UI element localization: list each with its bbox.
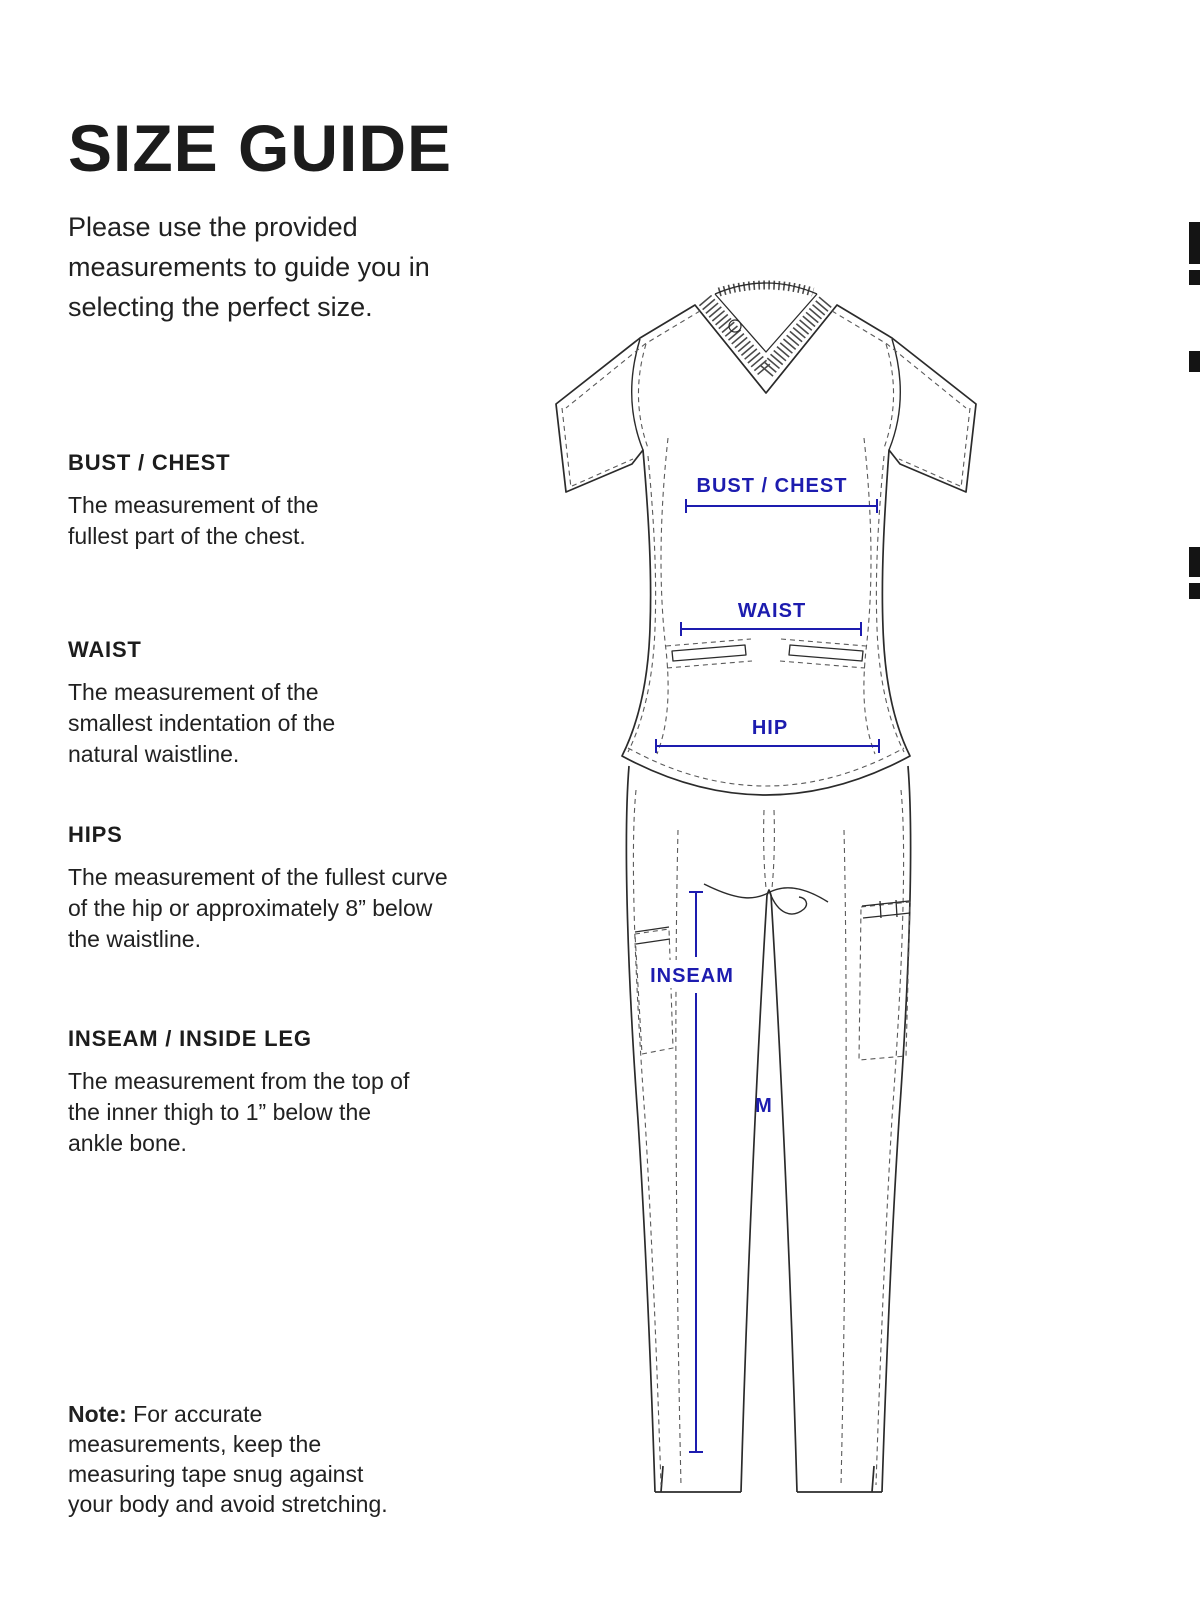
inseam-measure-label: INSEAM: [650, 965, 734, 987]
cargo-pocket-left: [634, 928, 674, 1055]
section-bust-chest: BUST / CHEST The measurement of the full…: [68, 450, 348, 552]
section-heading: INSEAM / INSIDE LEG: [68, 1026, 312, 1051]
page-title: SIZE GUIDE: [68, 111, 453, 186]
pants-left-crease: [675, 829, 682, 1487]
cargo-pocket-right: [858, 901, 911, 1061]
left-princess-seam: [656, 437, 669, 755]
right-side-stitch: [875, 455, 905, 753]
bust-measure-line: [685, 499, 878, 513]
section-body: The measurement of the fullest part of t…: [68, 492, 319, 549]
section-body: The measurement of the smallest indentat…: [68, 679, 336, 767]
page-edge-mark: [1189, 583, 1200, 599]
section-body: The measurement from the top of the inne…: [68, 1068, 410, 1156]
right-sleeve-stitch: [898, 407, 971, 489]
left-sleeve-stitch: [561, 407, 634, 489]
collar-rib-v: [698, 294, 834, 380]
pants-left-outer-seam: [625, 765, 656, 1493]
cargo-pocket-left-band: [634, 926, 671, 945]
inseam-label-backdrop: [646, 960, 738, 988]
hip-measure-label: HIP: [752, 717, 788, 739]
measurement-annotations: BUST / CHEST WAIST HIP INSEAM M: [646, 475, 880, 1453]
collar-loop: [728, 319, 742, 333]
section-waist: WAIST The measurement of the smallest in…: [68, 637, 378, 770]
hip-measure-line: [655, 739, 880, 753]
pants-right-outer-stitch: [875, 789, 905, 1486]
waist-measure-line: [680, 622, 862, 636]
pants-left-outer-stitch: [632, 789, 662, 1486]
scrub-top: [555, 280, 977, 796]
scrub-pants: [625, 760, 912, 1493]
pants-right-outer-seam: [881, 765, 912, 1493]
left-side-stitch: [627, 455, 657, 753]
page-edge-mark: [1189, 547, 1200, 577]
cargo-pocket-right-band: [861, 899, 911, 919]
inseam-measure-line: [689, 891, 703, 1453]
right-princess-seam: [863, 437, 876, 755]
note-label: Note:: [68, 1401, 127, 1427]
pants-left-hem-slit: [660, 1465, 664, 1493]
collar-outer-edge: [694, 304, 838, 394]
section-hips: HIPS The measurement of the fullest curv…: [68, 822, 448, 955]
pants-right-inseam-edge: [770, 894, 798, 1493]
page-edge-mark: [1189, 351, 1200, 372]
top-body-fill: [556, 305, 976, 795]
right-armhole-stitch: [883, 343, 895, 449]
pants-right-hem-slit: [871, 1465, 875, 1493]
collar-fill: [695, 283, 837, 393]
page-edge-mark: [1189, 222, 1200, 264]
size-diagram: BUST / CHEST WAIST HIP INSEAM M: [555, 280, 977, 1493]
section-body: The measurement of the fullest curve of …: [68, 864, 448, 952]
page-edge-mark: [1189, 270, 1200, 285]
left-armhole-stitch: [637, 343, 649, 449]
collar-back-edge: [714, 282, 818, 295]
vneck-collar: [694, 280, 838, 394]
note-body: For accurate measurements, keep the meas…: [68, 1401, 388, 1517]
pants-right-crease: [840, 829, 847, 1487]
section-heading: HIPS: [68, 822, 123, 847]
section-heading: BUST / CHEST: [68, 450, 231, 475]
section-heading: WAIST: [68, 637, 142, 662]
pants-left-leg-fill: [626, 760, 768, 1492]
section-inseam: INSEAM / INSIDE LEG The measurement from…: [68, 1026, 428, 1159]
collar-inner-edge: [714, 293, 818, 353]
right-welt-pocket: [788, 644, 864, 662]
bust-measure-label: BUST / CHEST: [697, 475, 848, 497]
right-shoulder-stitch: [831, 310, 967, 409]
pants-left-inseam-edge: [740, 894, 768, 1493]
note-text: Note: For accurate measurements, keep th…: [68, 1399, 413, 1519]
left-shoulder-stitch: [565, 310, 701, 409]
size-marker-label: M: [755, 1095, 773, 1117]
hem-stitch: [627, 747, 905, 787]
intro-text: Please use the provided measurements to …: [68, 212, 430, 322]
drawstring: [703, 883, 829, 915]
pants-right-leg-fill: [770, 760, 911, 1492]
waist-measure-label: WAIST: [738, 600, 806, 622]
top-outline: [555, 304, 977, 796]
left-welt-pocket: [671, 644, 747, 662]
